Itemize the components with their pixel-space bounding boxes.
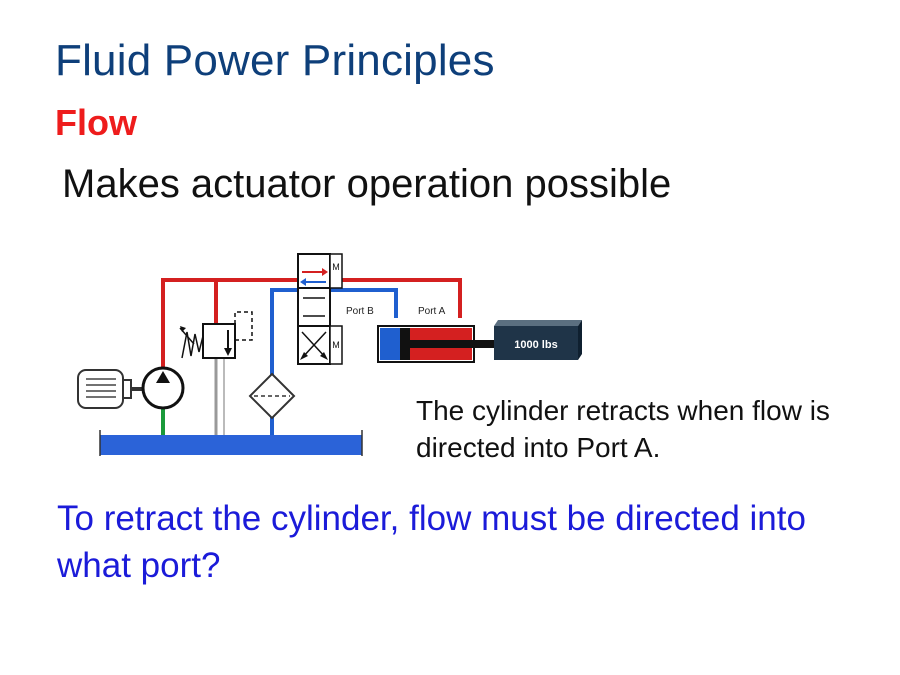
svg-text:M: M	[332, 262, 340, 272]
hydraulic-circuit-diagram: M M Port B Port A 1000 lbs	[77, 253, 582, 456]
relief-valve-icon	[179, 311, 253, 359]
port-b-label: Port B	[346, 306, 374, 317]
directional-valve-icon: M M	[297, 253, 343, 365]
svg-text:M: M	[332, 340, 340, 350]
electric-motor-icon	[77, 369, 144, 409]
pump-icon	[141, 366, 185, 410]
reservoir-tank	[99, 430, 363, 456]
slide-subtitle: Flow	[55, 102, 137, 143]
slide-heading: Makes actuator operation possible	[62, 162, 672, 206]
port-a-label: Port A	[418, 306, 446, 317]
hydraulic-cylinder-icon	[377, 325, 494, 363]
diagram-caption: The cylinder retracts when flow is direc…	[416, 395, 830, 463]
slide-title: Fluid Power Principles	[55, 36, 495, 85]
load-block-icon: 1000 lbs	[494, 320, 582, 360]
pressure-lines	[161, 254, 462, 370]
question-text: To retract the cylinder, flow must be di…	[57, 499, 806, 585]
filter-icon	[248, 372, 296, 420]
load-label: 1000 lbs	[514, 339, 557, 351]
